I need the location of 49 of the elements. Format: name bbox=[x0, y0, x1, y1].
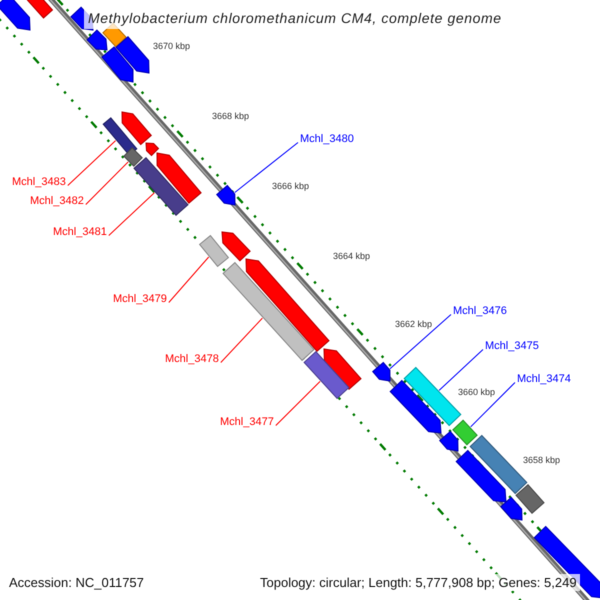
gene-block bbox=[500, 496, 523, 521]
gene-block bbox=[216, 184, 236, 206]
gene-block bbox=[115, 36, 150, 74]
leader-line bbox=[438, 349, 484, 391]
gene-label: Mchl_3482 bbox=[30, 195, 84, 208]
gene-label: Mchl_3474 bbox=[517, 373, 571, 386]
leader-line bbox=[275, 380, 321, 426]
gene-label: Mchl_3483 bbox=[12, 176, 66, 189]
gene-bar bbox=[24, 0, 54, 19]
gene-block bbox=[121, 111, 152, 146]
tick-label: 3670 kbp bbox=[153, 40, 190, 53]
tick-label: 3660 kbp bbox=[458, 386, 496, 399]
gene-block bbox=[323, 348, 362, 390]
leader-line bbox=[168, 256, 210, 303]
tick-label: 3658 kbp bbox=[523, 454, 560, 467]
gene-bar bbox=[222, 262, 315, 362]
leader-line bbox=[220, 318, 263, 363]
leader-line bbox=[470, 382, 516, 428]
gene-label: Mchl_3480 bbox=[300, 133, 354, 146]
leader-line bbox=[67, 140, 116, 186]
gene-block bbox=[372, 362, 390, 382]
gene-block bbox=[390, 380, 442, 434]
gene-bar bbox=[452, 420, 478, 446]
leader-line bbox=[108, 192, 155, 236]
gene-label: Mchl_3481 bbox=[53, 226, 107, 239]
gene-label: Mchl_3477 bbox=[220, 416, 274, 429]
gene-label: Mchl_3479 bbox=[113, 293, 167, 306]
gene-block bbox=[156, 152, 202, 204]
tick-label: 3662 kbp bbox=[395, 318, 432, 331]
gene-bar bbox=[515, 484, 545, 514]
tick-label: 3664 kbp bbox=[333, 250, 370, 263]
tick-label: 3666 kbp bbox=[272, 180, 310, 193]
tick-label: 3668 kbp bbox=[212, 110, 250, 123]
leader-line bbox=[85, 162, 129, 205]
leader-line bbox=[390, 314, 452, 370]
gene-label: Mchl_3476 bbox=[453, 305, 507, 318]
gene-block bbox=[456, 450, 507, 503]
gene-block bbox=[439, 430, 459, 452]
gene-block bbox=[245, 258, 330, 352]
gene-label: Mchl_3478 bbox=[165, 353, 219, 366]
footer-text: Topology: circular; Length: 5,777,908 bp; Genes: 5,249 bbox=[257, 574, 580, 591]
gene-block bbox=[0, 0, 31, 31]
gene-block bbox=[221, 231, 251, 262]
gene-bar bbox=[133, 157, 189, 216]
gene-block bbox=[101, 46, 134, 83]
leader-line bbox=[234, 142, 298, 193]
gene-bar bbox=[198, 234, 230, 268]
gene-label: Mchl_3475 bbox=[485, 340, 539, 353]
gene-bar bbox=[303, 350, 350, 400]
